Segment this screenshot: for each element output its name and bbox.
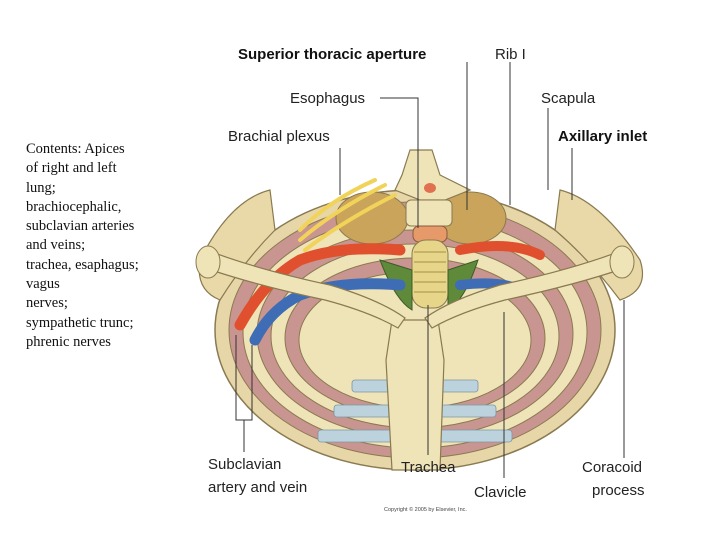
subclavian-artery bbox=[234, 243, 406, 331]
label-rib-i: Rib I bbox=[495, 46, 526, 63]
leader-lines bbox=[235, 62, 625, 478]
label-coracoid-line2: process bbox=[592, 482, 645, 499]
contents-description: Contents: Apices of right and left lung;… bbox=[26, 141, 139, 350]
costal-cartilages bbox=[317, 379, 513, 443]
copyright-notice: Copyright © 2005 by Elsevier, Inc. bbox=[384, 506, 467, 513]
label-scapula: Scapula bbox=[541, 90, 596, 107]
label-brachial-plexus: Brachial plexus bbox=[228, 128, 330, 145]
label-coracoid-line1: Coracoid bbox=[582, 459, 642, 476]
label-subclavian-line1: Subclavian bbox=[208, 456, 281, 473]
sternum bbox=[385, 319, 445, 471]
coracoid-right bbox=[609, 245, 635, 279]
lung-apex-left bbox=[335, 191, 409, 245]
label-subclavian-line2: artery and vein bbox=[208, 479, 307, 496]
clavicle-left bbox=[204, 251, 406, 329]
trachea bbox=[411, 239, 449, 309]
label-superior-thoracic-aperture: Superior thoracic aperture bbox=[238, 46, 426, 63]
label-axillary-inlet: Axillary inlet bbox=[558, 128, 647, 145]
label-trachea: Trachea bbox=[401, 459, 456, 476]
coracoid-left bbox=[195, 245, 221, 279]
label-esophagus: Esophagus bbox=[290, 90, 365, 107]
brachial-plexus bbox=[298, 178, 397, 252]
label-clavicle: Clavicle bbox=[474, 484, 527, 501]
artery-right bbox=[455, 241, 545, 260]
